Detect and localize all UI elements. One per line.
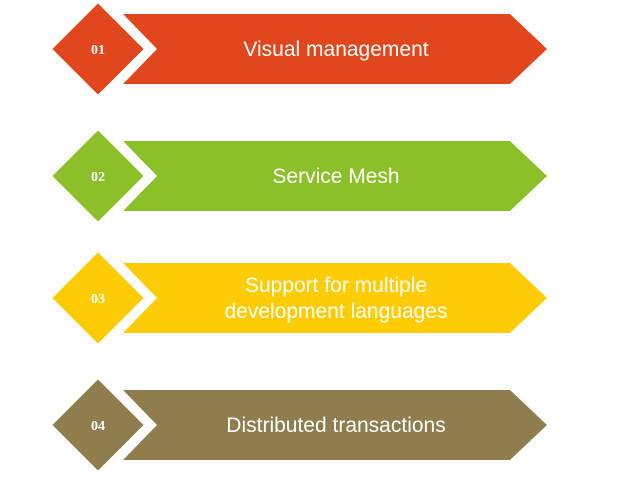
step-arrow — [123, 390, 547, 460]
step-label: development languages — [224, 300, 447, 323]
step-arrow — [123, 14, 547, 84]
step-badge — [49, 0, 147, 98]
step-label: Distributed transactions — [226, 414, 445, 437]
step-badge — [49, 127, 147, 225]
step-number: 01 — [91, 43, 105, 58]
step-number: 02 — [91, 170, 105, 185]
step-badge — [49, 249, 147, 347]
step-badge — [49, 376, 147, 474]
step-label: Support for multiple — [245, 274, 427, 297]
step-label: Service Mesh — [272, 165, 399, 188]
step-03: 03 Support for multiple development langua… — [49, 249, 547, 347]
step-arrow — [123, 263, 547, 333]
step-number: 04 — [91, 419, 105, 434]
step-01: 01 Visual management — [49, 0, 547, 98]
step-number: 03 — [91, 292, 105, 307]
step-02: 02 Service Mesh — [49, 127, 547, 225]
step-arrow — [123, 141, 547, 211]
step-label: Visual management — [243, 38, 428, 61]
step-04: 04 Distributed transactions — [49, 376, 547, 474]
